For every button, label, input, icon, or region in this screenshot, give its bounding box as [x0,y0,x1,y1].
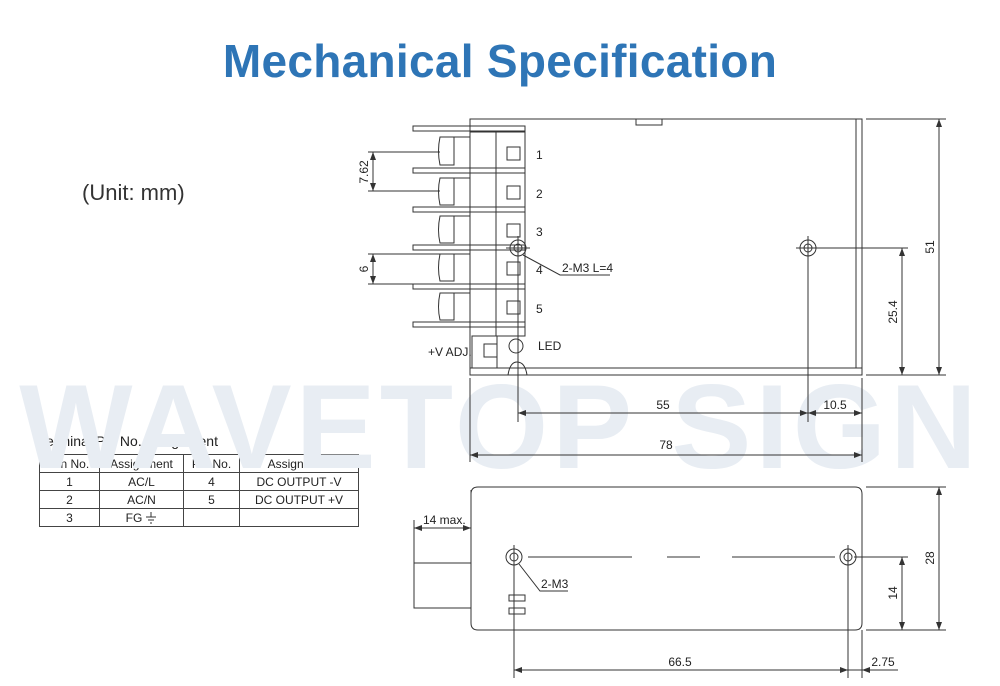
pin-number-label: 1 [536,148,543,162]
pin-number-label: 2 [536,187,543,201]
side-hole-height-label: 14 [886,586,900,600]
pitch-dimension-label: 7.62 [357,160,371,184]
hole-height-dimension-label: 25.4 [886,300,900,324]
table-header-row: Pin No. Assignment Pin No. Assignment [39,454,359,473]
side-terminal-block [413,562,472,609]
table-row: 3 FG [39,508,359,527]
table-cell: DC OUTPUT +V [239,490,359,509]
table-cell: DC OUTPUT -V [239,472,359,491]
pin-number-label: 4 [536,263,543,277]
page-title: Mechanical Specification [222,35,778,87]
side-view-chassis [470,486,863,631]
table-header: Assignment [239,454,359,473]
terminal-block [495,131,526,337]
terminal-protrusion-label: 14 max. [423,513,466,527]
top-view-chassis [469,118,863,376]
pin-number-label: 5 [536,302,543,316]
hole-edge-dimension-label: 10.5 [823,398,847,412]
pin-assignment-table: Pin No. Assignment Pin No. Assignment 1 … [39,454,359,527]
side-hole-spacing-label: 66.5 [668,655,692,669]
led-label: LED [538,339,562,353]
hole-spacing-dimension-label: 55 [656,398,670,412]
earth-ground-icon [146,512,157,524]
side-view [413,486,946,678]
length-dimension-label: 78 [659,438,673,452]
table-cell: 3 [39,508,100,527]
top-view [368,118,946,462]
table-cell [239,508,359,527]
pin-number-label: 3 [536,225,543,239]
terminal-depth-label: 6 [357,265,371,272]
table-row: 2 AC/N 5 DC OUTPUT +V [39,490,359,509]
mount-hole-label: 2-M3 L=4 [562,261,613,275]
pin-table-caption: Terminal Pin No. Assignment [39,433,218,449]
watermark: WAVETOP SIGN [19,360,981,494]
unit-label: (Unit: mm) [82,180,185,205]
table-cell: FG [99,508,184,527]
side-hole-edge-label: 2.75 [871,655,895,669]
table-cell-text: FG [125,510,143,525]
height-dimension-label: 51 [923,240,937,254]
vadj-label: +V ADJ. [428,345,472,359]
side-mount-hole-label: 2-M3 [541,577,569,591]
led-indicator [508,338,524,354]
side-height-dimension-label: 28 [923,551,937,565]
